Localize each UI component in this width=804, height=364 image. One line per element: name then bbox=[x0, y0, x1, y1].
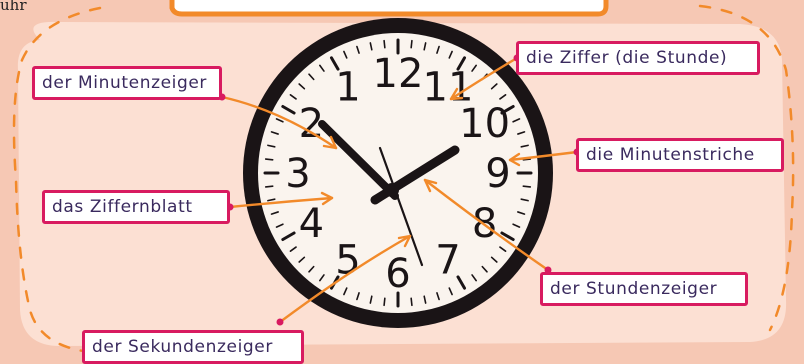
minute-tick bbox=[266, 186, 273, 187]
clock-numeral: 5 bbox=[335, 238, 360, 284]
label-ziffernblatt: das Ziffernblatt bbox=[42, 190, 230, 224]
clock-numeral: 4 bbox=[299, 201, 324, 247]
label-minutenzeiger: der Minutenzeiger bbox=[32, 66, 222, 100]
clock-numeral: 6 bbox=[385, 251, 410, 297]
label-stundenzeiger: der Stundenzeiger bbox=[540, 272, 748, 306]
minute-tick bbox=[384, 41, 385, 48]
clock-numeral: 1 bbox=[335, 64, 360, 110]
minute-tick bbox=[384, 298, 385, 305]
title-bar-bottom bbox=[172, 0, 606, 14]
anchor-dot-sekundenzeiger bbox=[277, 319, 284, 326]
minute-tick bbox=[411, 41, 412, 48]
hand-pivot bbox=[385, 183, 399, 197]
clock-numeral: 7 bbox=[435, 238, 460, 284]
minute-tick bbox=[266, 159, 273, 160]
clock-numeral: 12 bbox=[373, 51, 424, 97]
clock-numeral: 9 bbox=[485, 151, 510, 197]
label-ziffer: die Ziffer (die Stunde) bbox=[516, 41, 760, 75]
clock-numeral: 10 bbox=[459, 101, 510, 147]
label-minutenstriche: die Minutenstriche bbox=[576, 138, 784, 172]
minute-tick bbox=[411, 298, 412, 305]
label-sekundenzeiger: der Sekundenzeiger bbox=[82, 330, 304, 364]
minute-tick bbox=[523, 186, 530, 187]
clock-numeral: 3 bbox=[285, 151, 310, 197]
